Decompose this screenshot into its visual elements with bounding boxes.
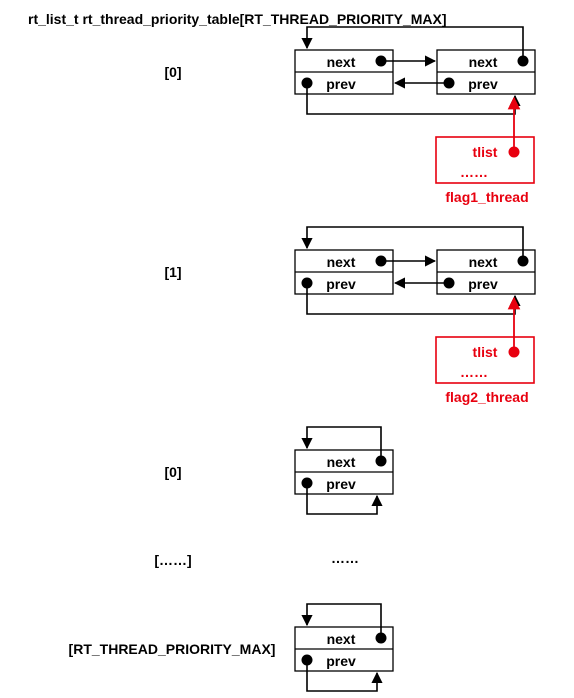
thread-ellipsis: …… bbox=[460, 164, 488, 180]
priority-rows: [0] next prev next prev tlist …… flag1_thread [1… bbox=[69, 26, 536, 692]
next-self-arrow bbox=[301, 426, 382, 461]
list-head-node bbox=[294, 249, 394, 295]
row-index-label: [RT_THREAD_PRIORITY_MAX] bbox=[69, 641, 276, 657]
next-self-arrow bbox=[301, 603, 382, 638]
thread-name-label: flag1_thread bbox=[445, 189, 528, 205]
thread-tlist-label: tlist bbox=[473, 144, 498, 160]
thread-list-node bbox=[436, 249, 536, 295]
prev-field-label: prev bbox=[326, 76, 356, 92]
prev-field-label: prev bbox=[468, 76, 498, 92]
thread-box bbox=[435, 336, 535, 384]
next-wrap-arrow bbox=[301, 226, 524, 261]
prev-field-label: prev bbox=[326, 653, 356, 669]
next-field-label: next bbox=[327, 631, 356, 647]
prev-self-arrow bbox=[306, 483, 383, 515]
thread-tlist-label: tlist bbox=[473, 344, 498, 360]
list-head-node bbox=[294, 49, 394, 95]
thread-name-label: flag2_thread bbox=[445, 389, 528, 405]
thread-box-outline bbox=[435, 336, 535, 384]
next-wrap-arrow bbox=[301, 26, 524, 61]
next-field-label: next bbox=[327, 454, 356, 470]
row-index-label: [0] bbox=[164, 464, 181, 480]
diagram-title: rt_list_t rt_thread_priority_table[RT_TH… bbox=[28, 11, 447, 27]
next-field-label: next bbox=[327, 254, 356, 270]
next-field-label: next bbox=[469, 54, 498, 70]
row-index-label: [0] bbox=[164, 64, 181, 80]
next-field-label: next bbox=[327, 54, 356, 70]
list-head-node bbox=[294, 449, 394, 495]
prev-self-arrow bbox=[306, 660, 383, 692]
row-index-label: [1] bbox=[164, 264, 181, 280]
thread-list-node bbox=[436, 49, 536, 95]
prev-field-label: prev bbox=[326, 476, 356, 492]
prev-field-label: prev bbox=[326, 276, 356, 292]
thread-box-outline bbox=[435, 136, 535, 184]
row-ellipsis: …… bbox=[331, 550, 359, 566]
list-head-node bbox=[294, 626, 394, 672]
next-field-label: next bbox=[469, 254, 498, 270]
thread-ellipsis: …… bbox=[460, 364, 488, 380]
thread-box bbox=[435, 136, 535, 184]
row-index-label: [……] bbox=[154, 552, 191, 568]
prev-field-label: prev bbox=[468, 276, 498, 292]
